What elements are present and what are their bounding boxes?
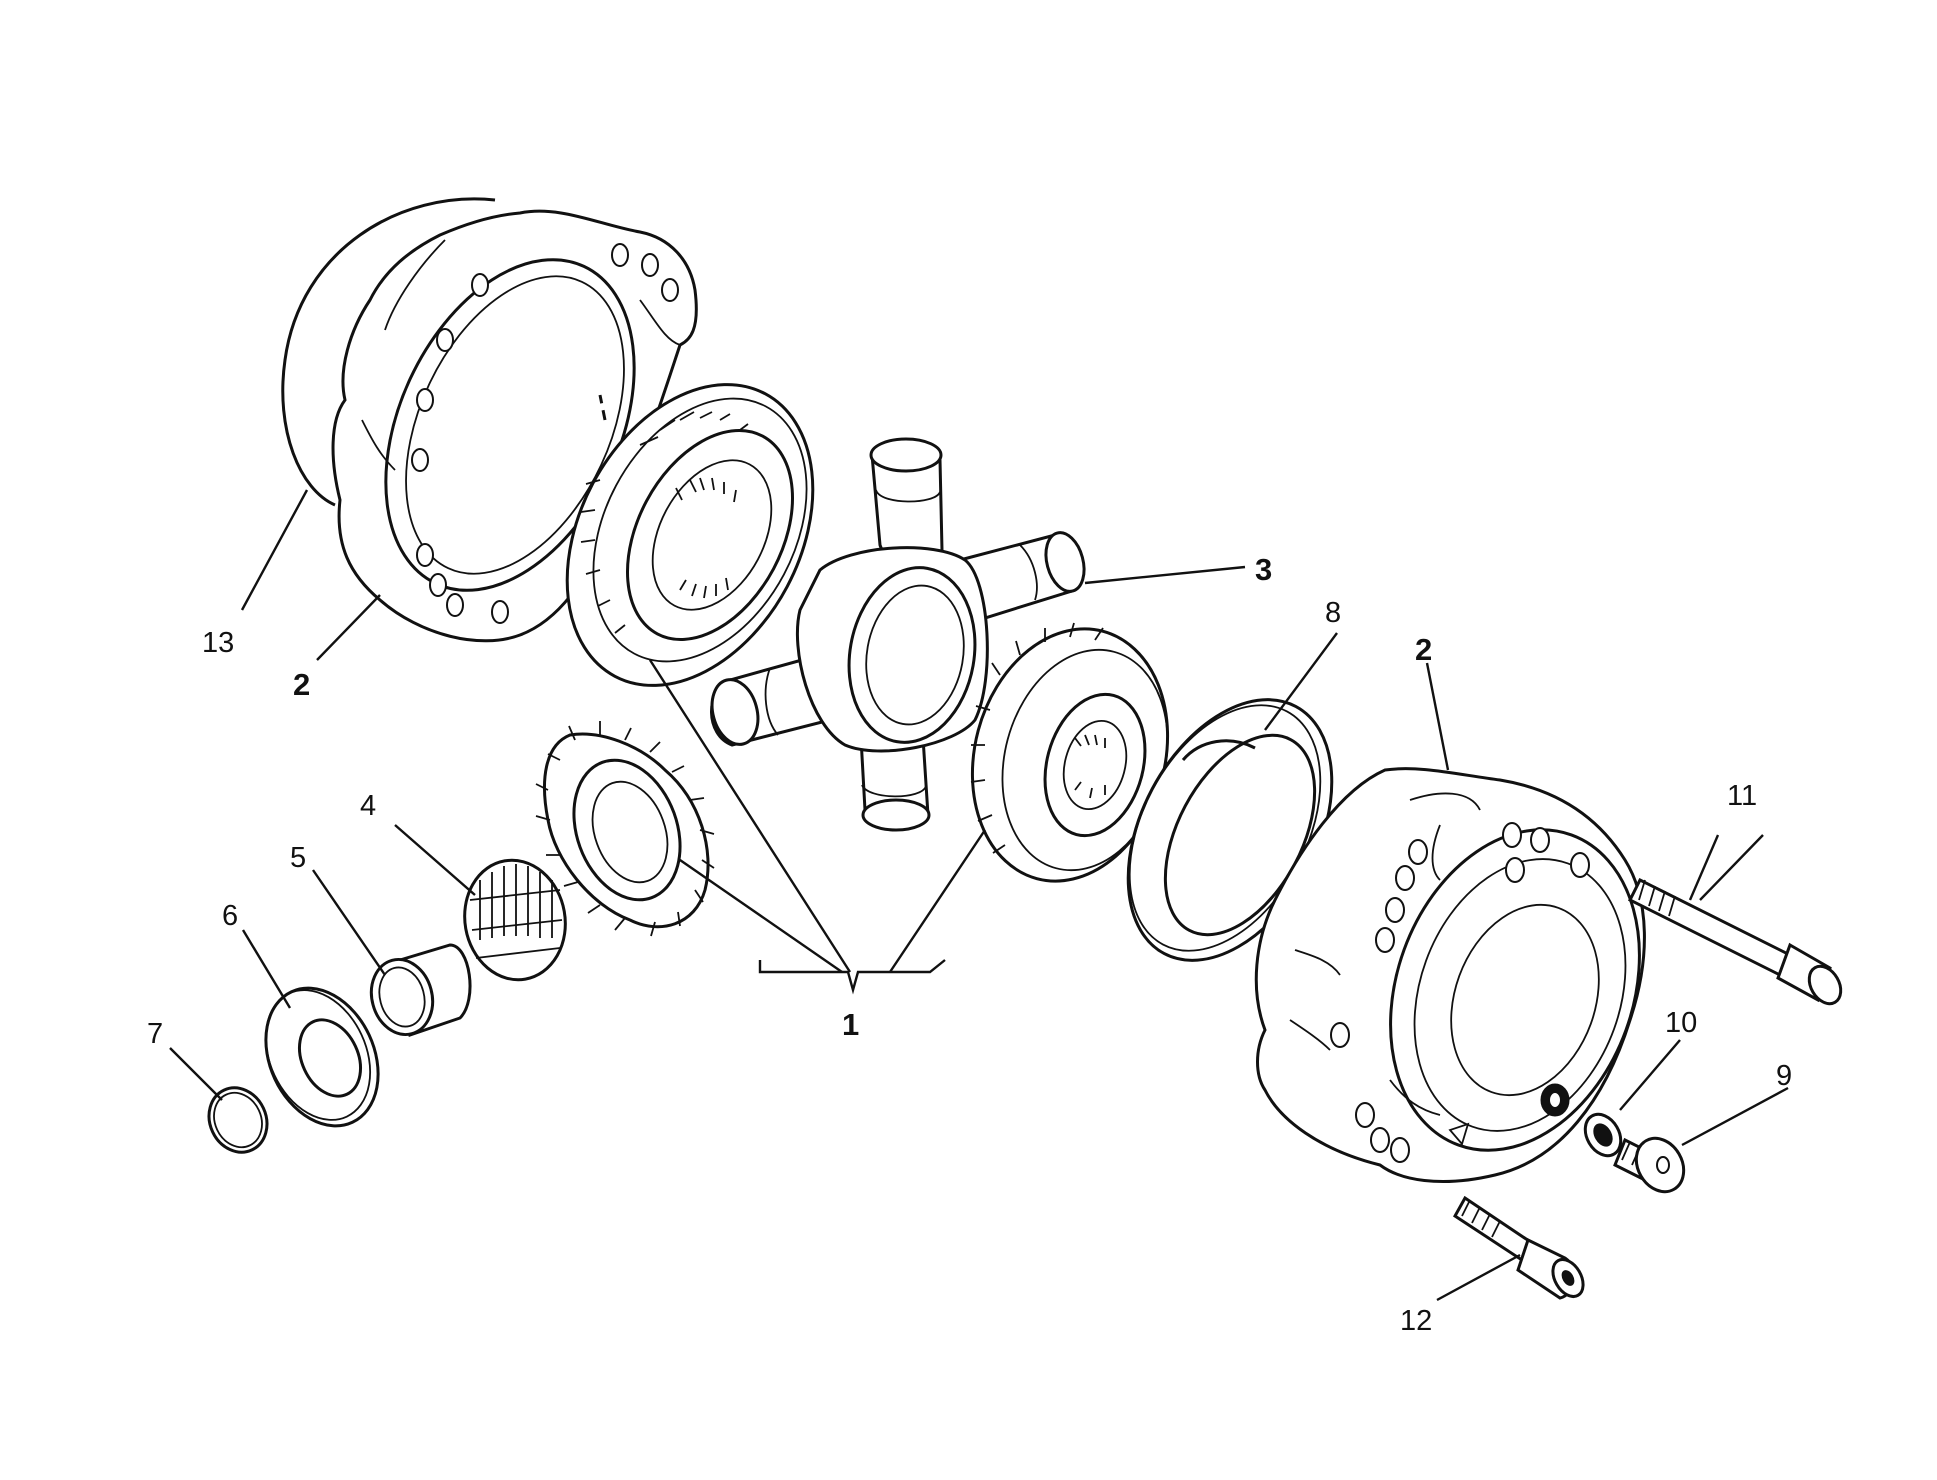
label-9: 9 bbox=[1776, 1060, 1792, 1092]
part-9-plug-screw bbox=[1613, 1136, 1686, 1194]
side-gear-right bbox=[970, 622, 1170, 883]
label-7: 7 bbox=[147, 1018, 163, 1050]
label-11: 11 bbox=[1727, 780, 1757, 812]
label-10: 10 bbox=[1665, 1007, 1697, 1039]
part-13-o-ring bbox=[281, 197, 496, 507]
part-5-bushing bbox=[369, 943, 472, 1038]
part-7-snap-ring bbox=[207, 1086, 269, 1154]
label-13: 13 bbox=[202, 627, 234, 659]
part-4-needle-bearing bbox=[463, 858, 567, 982]
label-3: 3 bbox=[1255, 552, 1272, 587]
label-2-right: 2 bbox=[1415, 632, 1432, 667]
ring-gear-large bbox=[565, 383, 815, 687]
bolt-holes bbox=[411, 243, 679, 624]
part-6-thrust-washer bbox=[264, 986, 380, 1128]
part-labels: 1 2 2 3 4 5 6 7 8 9 10 11 12 13 bbox=[147, 552, 1792, 1337]
side-gear-left bbox=[535, 721, 715, 937]
part-12-socket-screw bbox=[1453, 1195, 1585, 1300]
part-2-case-half-right bbox=[1254, 767, 1646, 1184]
label-12: 12 bbox=[1400, 1305, 1432, 1337]
label-4: 4 bbox=[360, 790, 376, 822]
part-11-long-bolt bbox=[1627, 877, 1843, 1006]
label-6: 6 bbox=[222, 900, 238, 932]
gear-teeth bbox=[580, 411, 749, 634]
part-10-sealing-ring bbox=[1583, 1112, 1623, 1158]
label-5: 5 bbox=[290, 842, 306, 874]
label-8: 8 bbox=[1325, 597, 1341, 629]
part-3-spider-cross bbox=[710, 437, 1086, 832]
label-1: 1 bbox=[842, 1007, 859, 1042]
label-2-left: 2 bbox=[293, 667, 310, 702]
leader-lines bbox=[169, 489, 1789, 1302]
bolt-holes-right bbox=[1330, 822, 1590, 1163]
